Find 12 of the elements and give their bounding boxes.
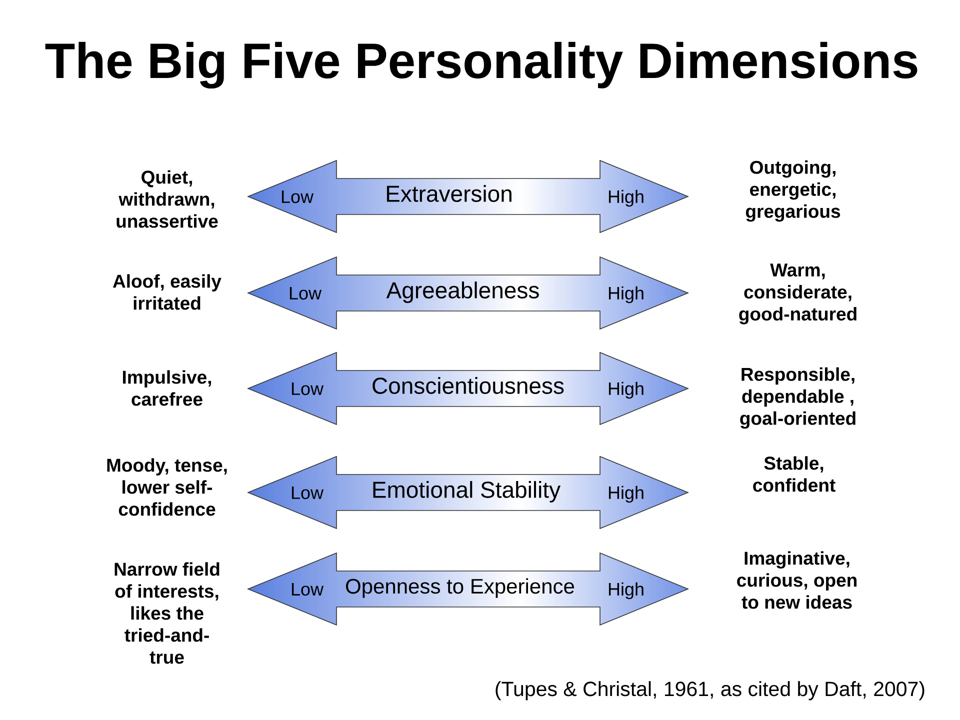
trait-description: Responsible, dependable , goal-oriented (740, 367, 856, 429)
trait-description: Aloof, easily irritated (112, 274, 222, 310)
title: The Big Five Personality Dimensions (45, 42, 918, 89)
trait-description: Warm, considerate, good-natured (739, 264, 856, 324)
trait-description: Outgoing, energetic, gregarious (746, 160, 840, 222)
trait-description: Narrow field of interests, likes the tried-and-true (114, 562, 220, 664)
trait-description: Quiet, withdrawn, unassertive (116, 170, 218, 228)
trait-description: Imaginative, curious, open to new ideas (737, 551, 856, 609)
source-citation: (Tupes & Christal, 1961, as cited by Daft, 2007) (496, 681, 924, 700)
trait-description: Impulsive, carefree (123, 370, 211, 406)
trait-description: Moody, tense, lower self-confidence (107, 458, 227, 516)
trait-description: Stable, confident (753, 456, 836, 492)
